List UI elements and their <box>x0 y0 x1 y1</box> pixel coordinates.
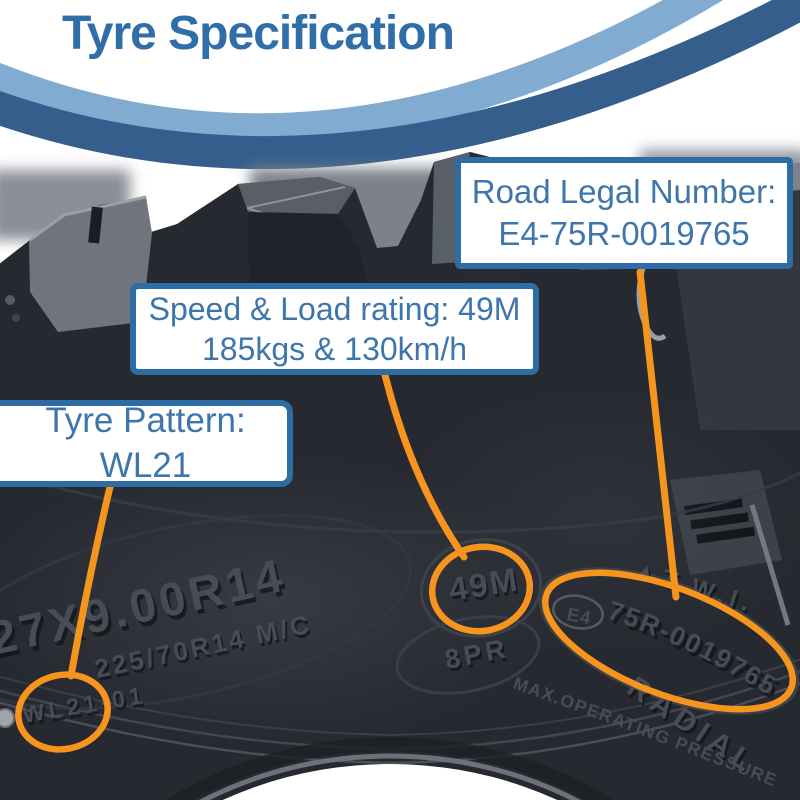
speed-load-line1: Speed & Load rating: 49M <box>148 290 521 327</box>
callout-road-legal: Road Legal Number: E4-75R-0019765 <box>455 157 793 269</box>
annotation-ellipse-49m <box>428 543 534 635</box>
leader-line-road <box>636 268 680 601</box>
page-title: Tyre Specification <box>62 7 455 60</box>
annotation-ellipse-roadnumber <box>541 569 797 713</box>
annotations <box>15 268 797 753</box>
leader-line-pattern <box>67 483 114 680</box>
leader-line-speed <box>381 371 468 561</box>
svg-text:E4: E4 <box>565 603 593 628</box>
road-legal-line1: Road Legal Number: <box>471 173 777 211</box>
speed-load-line2: 185kgs & 130km/h <box>201 331 468 367</box>
annotation-ellipse-wl21 <box>15 671 111 753</box>
callout-tyre-pattern: Tyre Pattern: WL21 <box>0 400 293 487</box>
tyre-pattern-label: Tyre Pattern: WL21 <box>45 401 246 485</box>
speed-load-marking: 49M 49M <box>446 560 523 611</box>
e-mark-marking: E4 <box>565 603 593 628</box>
swoosh-graphic <box>0 0 800 170</box>
callout-speed-load: Speed & Load rating: 49M 185kgs & 130km/… <box>130 283 539 375</box>
road-legal-line2: E4-75R-0019765 <box>498 215 750 252</box>
